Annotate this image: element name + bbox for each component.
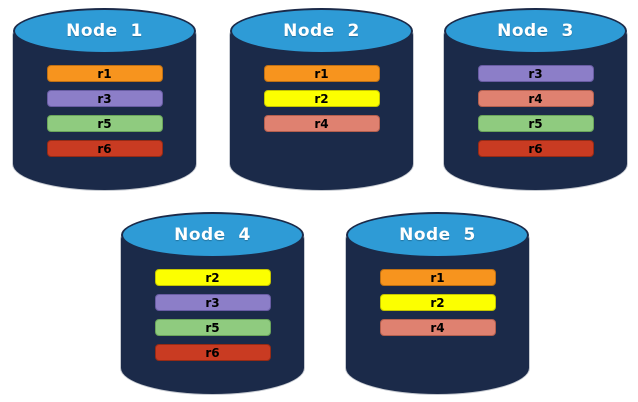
replica-label: r6 [205, 345, 220, 360]
replica-bar-r4: r4 [477, 90, 594, 107]
replica-label: r5 [97, 116, 112, 131]
cylinder-body [13, 31, 196, 190]
replica-bar-r4: r4 [379, 319, 496, 336]
replica-bar-r6: r6 [477, 140, 594, 157]
replica-label: r1 [314, 66, 329, 81]
replica-bar-r3: r3 [154, 294, 271, 311]
replica-bar-r1: r1 [263, 65, 380, 82]
replica-label: r4 [314, 116, 329, 131]
cylinder-top-ellipse: Node 2 [230, 8, 413, 54]
replica-bar-r3: r3 [477, 65, 594, 82]
replica-bar-r5: r5 [46, 115, 163, 132]
cylinder-body [230, 31, 413, 190]
replica-label: r5 [528, 116, 543, 131]
node-4: Node 4 r2 r3 r5 r6 [121, 212, 304, 394]
replica-label: r4 [430, 320, 445, 335]
replica-bar-r1: r1 [46, 65, 163, 82]
replica-label: r2 [314, 91, 329, 106]
node-title: Node 4 [174, 225, 251, 245]
replica-label: r4 [528, 91, 543, 106]
replica-bar-list: r2 r3 r5 r6 [121, 269, 304, 361]
node-5: Node 5 r1 r2 r4 [346, 212, 529, 394]
replica-label: r3 [97, 91, 112, 106]
cylinder-top-ellipse: Node 3 [444, 8, 627, 54]
node-title: Node 5 [399, 225, 476, 245]
replica-bar-r6: r6 [154, 344, 271, 361]
replica-bar-list: r3 r4 r5 r6 [444, 65, 627, 157]
replica-bar-r3: r3 [46, 90, 163, 107]
replica-label: r1 [97, 66, 112, 81]
replica-label: r6 [97, 141, 112, 156]
node-title: Node 1 [66, 21, 143, 41]
node-title: Node 3 [497, 21, 574, 41]
node-1: Node 1 r1 r3 r5 r6 [13, 8, 196, 190]
cylinder-top-ellipse: Node 1 [13, 8, 196, 54]
node-title: Node 2 [283, 21, 360, 41]
node-3: Node 3 r3 r4 r5 r6 [444, 8, 627, 190]
replica-label: r2 [430, 295, 445, 310]
replica-label: r3 [205, 295, 220, 310]
cylinder-body [346, 235, 529, 394]
replica-bar-list: r1 r3 r5 r6 [13, 65, 196, 157]
cylinder-top-ellipse: Node 5 [346, 212, 529, 258]
replica-bar-r5: r5 [477, 115, 594, 132]
replica-bar-r1: r1 [379, 269, 496, 286]
replica-bar-list: r1 r2 r4 [346, 269, 529, 336]
cylinder-top-ellipse: Node 4 [121, 212, 304, 258]
replica-label: r1 [430, 270, 445, 285]
replica-bar-r2: r2 [379, 294, 496, 311]
replica-bar-r4: r4 [263, 115, 380, 132]
cylinder-body [121, 235, 304, 394]
replica-bar-list: r1 r2 r4 [230, 65, 413, 132]
replica-label: r6 [528, 141, 543, 156]
replica-bar-r2: r2 [154, 269, 271, 286]
node-2: Node 2 r1 r2 r4 [230, 8, 413, 190]
cylinder-body [444, 31, 627, 190]
replica-bar-r2: r2 [263, 90, 380, 107]
replica-label: r5 [205, 320, 220, 335]
replica-bar-r6: r6 [46, 140, 163, 157]
replica-label: r2 [205, 270, 220, 285]
replica-bar-r5: r5 [154, 319, 271, 336]
replica-label: r3 [528, 66, 543, 81]
